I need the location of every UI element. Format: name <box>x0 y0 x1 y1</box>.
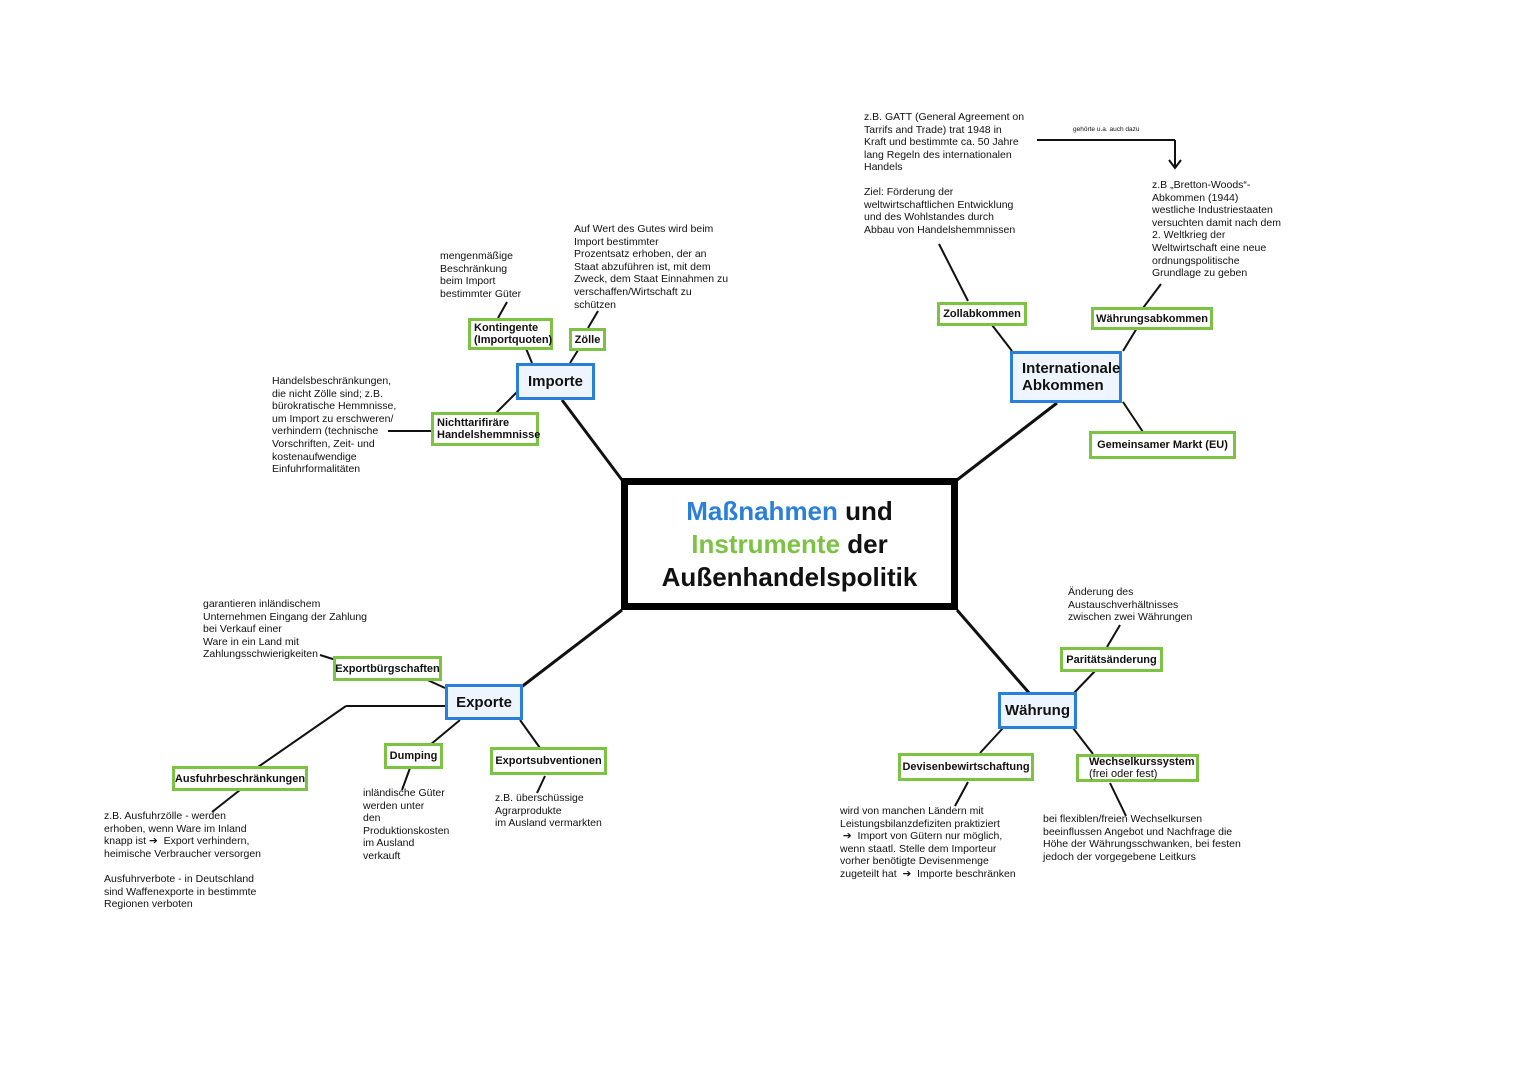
arrow-label: gehörte u.a. auch dazu <box>1073 126 1140 133</box>
node-paritaetsaenderung: Paritätsänderung <box>1060 647 1163 672</box>
node-devisenbewirtschaftung: Devisenbewirtschaftung <box>898 753 1034 781</box>
node-dumping: Dumping <box>384 743 443 769</box>
note-kontingente: mengenmäßige Beschränkung beim Import be… <box>440 250 522 300</box>
title-line-1: Maßnahmen und <box>686 495 893 528</box>
node-wechselkurs-line1: Wechselkurssystem <box>1089 756 1195 768</box>
branch-importe: Importe <box>516 363 595 400</box>
branch-internationale-abkommen: Internationale Abkommen <box>1010 351 1122 403</box>
node-ausfuhrbeschraenkungen: Ausfuhrbeschränkungen <box>172 766 308 791</box>
node-kontingente-line2: (Importquoten) <box>474 334 553 346</box>
branch-intl-line2: Abkommen <box>1022 377 1104 394</box>
node-wechselkurs-line2: (frei oder fest) <box>1089 768 1158 780</box>
node-kontingente: Kontingente (Importquoten) <box>468 318 553 350</box>
node-nichttarifaer-line2: Handelshemmnisse <box>437 429 541 441</box>
note-paritaetsaenderung: Änderung des Austauschverhältnisses zwis… <box>1068 586 1193 624</box>
note-ausfuhrbeschraenkungen: z.B. Ausfuhrzölle - werden erhoben, wenn… <box>104 810 261 911</box>
title-word-instrumente: Instrumente <box>691 528 841 559</box>
note-exportsubventionen: z.B. überschüssige Agrarprodukte im Ausl… <box>495 792 602 830</box>
node-waehrungsabkommen: Währungsabkommen <box>1091 307 1213 330</box>
node-kontingente-line1: Kontingente <box>474 322 539 334</box>
title-word-und: und <box>837 495 893 526</box>
central-topic: Maßnahmen und Instrumente der Außenhande… <box>621 478 958 610</box>
title-line-3: Außenhandelspolitik <box>662 561 918 594</box>
node-nichttarifaer-line1: Nichttarifiräre <box>437 417 510 429</box>
title-word-massnahmen: Maßnahmen <box>686 495 838 526</box>
note-bretton-woods: z.B „Bretton-Woods“- Abkommen (1944) wes… <box>1152 179 1281 280</box>
node-nichttarifaere-handelshemmnisse: Nichttarifiräre Handelshemmnisse <box>431 412 541 446</box>
node-exportsubventionen: Exportsubventionen <box>490 747 607 775</box>
branch-intl-line1: Internationale <box>1022 360 1121 377</box>
branch-exporte: Exporte <box>445 684 523 720</box>
note-zoelle: Auf Wert des Gutes wird beim Import best… <box>574 223 729 311</box>
node-wechselkurssystem: Wechselkurssystem (frei oder fest) <box>1076 754 1199 782</box>
title-word-aussenhandelspolitik: Außenhandelspolitik <box>661 561 918 592</box>
title-word-der: der <box>840 528 888 559</box>
note-wechselkurssystem: bei flexiblen/freien Wechselkursen beein… <box>1043 813 1241 863</box>
note-dumping: inländische Güter werden unter den Produ… <box>363 787 450 862</box>
branch-waehrung: Währung <box>998 692 1077 729</box>
note-devisenbewirtschaftung: wird von manchen Ländern mit Leistungsbi… <box>840 805 1016 880</box>
note-exportbuergschaften: garantieren inländischem Unternehmen Ein… <box>203 598 368 661</box>
note-gatt: z.B. GATT (General Agreement on Tarrifs … <box>864 111 1025 174</box>
note-nichttarifaer: Handelsbeschränkungen, die nicht Zölle s… <box>272 375 397 476</box>
node-gemeinsamer-markt: Gemeinsamer Markt (EU) <box>1089 431 1236 459</box>
title-line-2: Instrumente der <box>691 528 888 561</box>
node-zollabkommen: Zollabkommen <box>937 302 1027 326</box>
node-zoelle: Zölle <box>569 328 606 351</box>
node-exportbuergschaften: Exportbürgschaften <box>333 656 442 681</box>
note-ziel: Ziel: Förderung der weltwirtschaftlichen… <box>864 186 1016 236</box>
